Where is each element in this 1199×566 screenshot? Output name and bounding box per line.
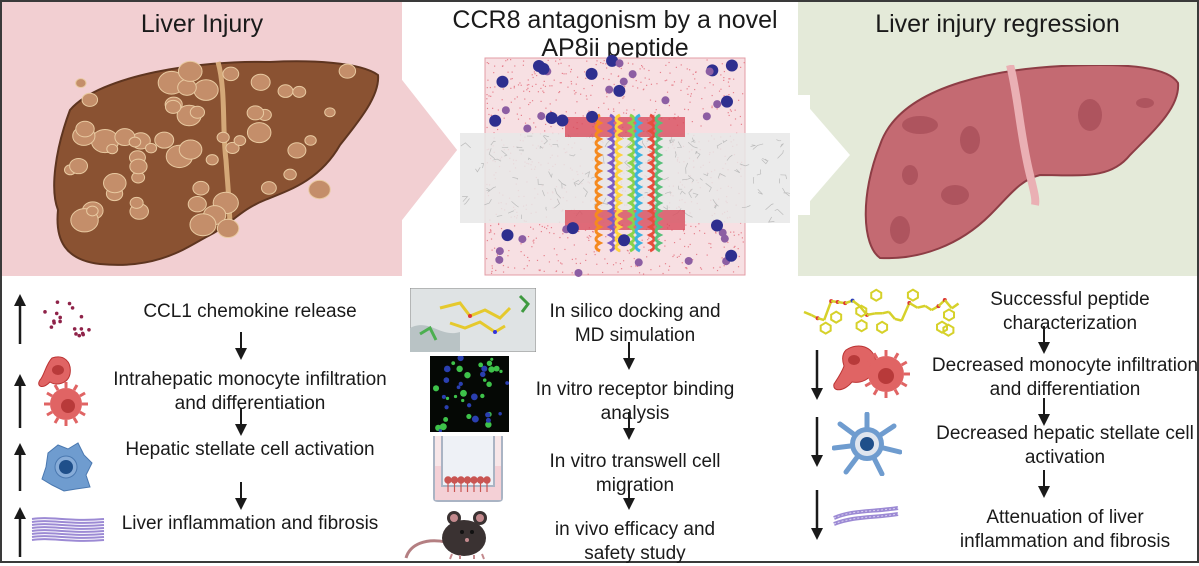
flow-arrow-icon	[234, 408, 248, 436]
decrease-arrow-icon	[810, 417, 824, 467]
docking-structure-icon	[410, 288, 536, 352]
step-decreased-stellate: Decreased hepatic stellate cell activati…	[930, 422, 1199, 470]
stellate-cell-icon	[38, 441, 94, 493]
panel-title-liver-injury: Liver Injury	[2, 10, 402, 38]
fibrosis-fibers-icon	[30, 515, 106, 545]
fibrosis-fibers-icon	[832, 506, 902, 528]
step-in-silico-docking: In silico docking and MD simulation	[535, 300, 735, 348]
panel-title-liver-regression: Liver injury regression	[798, 10, 1197, 38]
step-monocyte-infiltration: Intrahepatic monocyte infiltration and d…	[100, 368, 400, 416]
flow-arrow-icon	[234, 332, 248, 360]
mouse-icon	[402, 508, 498, 560]
injured-liver-illustration	[40, 50, 380, 270]
flow-arrow-icon	[622, 482, 636, 510]
md-simulation-image	[460, 55, 790, 277]
decrease-arrow-icon	[810, 490, 824, 540]
step-in-vivo-efficacy: in vivo efficacy and safety study	[535, 518, 735, 566]
fluorescence-microscopy-icon	[430, 356, 509, 432]
step-peptide-characterization: Successful peptide characterization	[940, 288, 1199, 336]
increase-arrow-icon	[13, 443, 27, 491]
transwell-insert-icon	[432, 436, 504, 502]
regressing-liver-illustration	[860, 65, 1180, 265]
flow-arrow-icon	[1037, 326, 1051, 354]
increase-arrow-icon	[13, 507, 27, 557]
step-stellate-activation: Hepatic stellate cell activation	[100, 438, 400, 462]
step-liver-fibrosis: Liver inflammation and fibrosis	[100, 512, 400, 536]
flow-arrow-icon	[1037, 470, 1051, 498]
step-decreased-monocyte: Decreased monocyte infiltration and diff…	[930, 354, 1199, 402]
step-attenuation-fibrosis: Attenuation of liver inflammation and fi…	[930, 506, 1199, 554]
monocyte-cells-icon	[36, 354, 96, 430]
flow-arrow-icon	[622, 412, 636, 440]
chemokine-dots-icon	[36, 290, 96, 340]
panel-title-ccr8-antagonism: CCR8 antagonism by a novel AP8ii peptide	[440, 6, 790, 62]
stellate-cell-icon	[832, 412, 902, 476]
monocyte-cells-icon	[830, 342, 914, 404]
flow-arrow-icon	[234, 482, 248, 510]
increase-arrow-icon	[13, 294, 27, 344]
flow-arrow-icon	[622, 342, 636, 370]
decrease-arrow-icon	[810, 350, 824, 400]
increase-arrow-icon	[13, 374, 27, 428]
peptide-molecule-icon	[800, 284, 960, 340]
step-ccl1-release: CCL1 chemokine release	[100, 300, 400, 324]
